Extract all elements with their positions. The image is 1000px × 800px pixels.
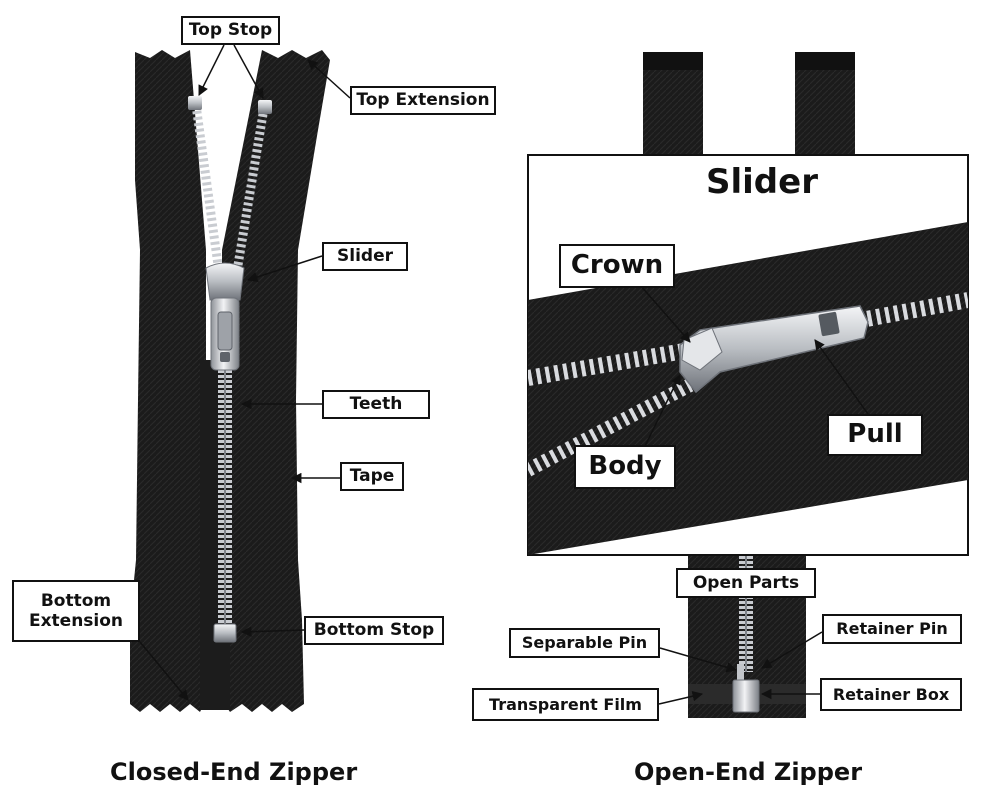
label-retainer-pin: Retainer Pin	[822, 614, 962, 644]
label-pull: Pull	[827, 414, 923, 456]
label-bottom-stop: Bottom Stop	[304, 616, 444, 645]
leader-lines	[139, 44, 869, 705]
label-separable-pin: Separable Pin	[509, 628, 660, 658]
label-crown: Crown	[559, 244, 675, 288]
slider-inset-title: Slider	[706, 162, 818, 202]
label-slider: Slider	[322, 242, 408, 271]
retainer-box	[732, 679, 760, 713]
caption-open-end: Open-End Zipper	[634, 758, 863, 786]
bottom-stop	[213, 623, 237, 643]
label-bottom-extension: Bottom Extension	[12, 580, 140, 642]
label-transparent-film: Transparent Film	[472, 688, 659, 721]
label-retainer-box: Retainer Box	[820, 678, 962, 711]
label-teeth: Teeth	[322, 390, 430, 419]
closed-zipper-teeth-upper-left	[191, 104, 223, 266]
label-tape: Tape	[340, 462, 404, 491]
label-body: Body	[574, 445, 676, 489]
top-stop-right	[258, 100, 272, 114]
label-top-extension: Top Extension	[350, 86, 496, 115]
closed-zipper-tape	[130, 50, 206, 712]
caption-closed-end: Closed-End Zipper	[110, 758, 358, 786]
top-stop-left	[188, 96, 202, 110]
label-open-parts: Open Parts	[676, 568, 816, 598]
closed-zipper-teeth-upper-right	[233, 107, 269, 266]
closed-zipper-tape-right	[222, 50, 330, 712]
closed-zipper-slider	[205, 262, 245, 371]
closed-end-zipper	[130, 50, 330, 712]
slider-inset	[527, 154, 969, 556]
separable-pin	[737, 664, 744, 686]
open-end-zipper-top-strips	[643, 52, 855, 156]
label-top-stop: Top Stop	[181, 16, 280, 45]
